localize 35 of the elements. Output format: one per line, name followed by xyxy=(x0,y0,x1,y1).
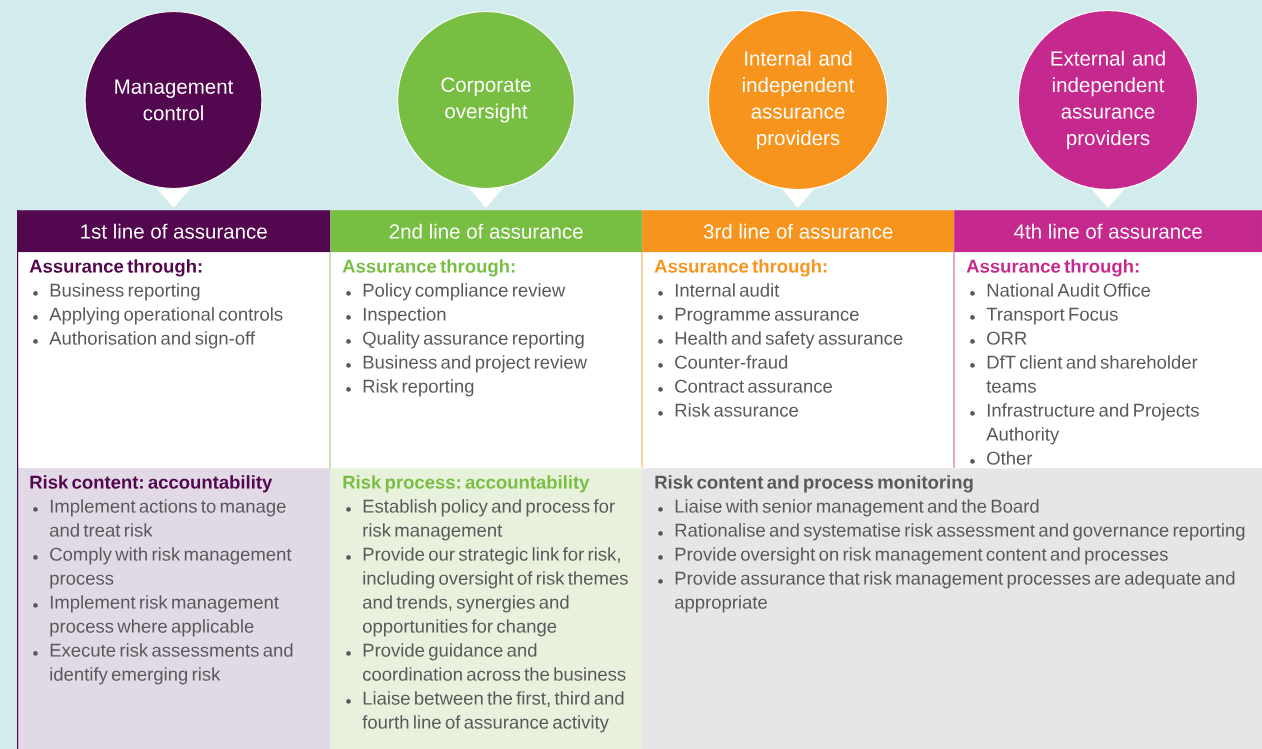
node-label: Infrastructure and Projects Authority xyxy=(986,403,1199,445)
node-label: Programme assurance xyxy=(675,307,859,325)
column-header: 3rd line of assurance xyxy=(642,210,955,253)
node-label: Applying operational controls xyxy=(49,307,283,325)
node-label: ORR xyxy=(987,331,1027,345)
node-label: Assurance through: xyxy=(342,259,515,277)
column-header: 2nd line of assurance xyxy=(330,210,643,253)
node-label: Assurance through: xyxy=(966,259,1139,277)
node-label: National Audit Office xyxy=(987,283,1151,297)
text-cell: Assurance through: National Audit Office Transport Focus ORR DfT client and shareholder teams Infrastructure and Projects Authority Other xyxy=(954,252,1262,471)
text-cell: Assurance through: Business reporting Applying operational controls Authorisation and sign-off xyxy=(17,252,331,471)
node-label: Other xyxy=(987,451,1033,465)
node-label: Contract assurance xyxy=(675,379,832,393)
node-label: Risk reporting xyxy=(363,379,474,397)
node-label: Inspection xyxy=(363,307,446,325)
text-cell: Risk content and process monitoring Liaise with senior management and the Board Rationalise and systematise risk assessment and governance reporting Provide oversight on risk management content and processes Provide assurance that risk management processes are adequate and appropriate xyxy=(642,468,1262,749)
column-header: 1st line of assurance xyxy=(17,210,331,253)
node-label: Counter-fraud xyxy=(675,355,788,369)
node-label: Business and project review xyxy=(363,355,588,373)
text-cell: Assurance through: Internal audit Programme assurance Health and safety assurance Counter-fraud Contract assurance Risk assurance xyxy=(642,252,955,471)
text-cell: Risk process: accountability Establish policy and process for risk management Provide our strategic link for risk, including oversight of risk themes and trends, synergies and opportunities for change Provide guidance and coordination across the business Liaise between the first, third and fourth line of assurance activity xyxy=(330,468,643,749)
text-cell: Risk content: accountability Implement actions to manage and treat risk Comply with risk management process Implement risk management process where applicable Execute risk assessments and identify emerging risk xyxy=(17,468,331,749)
column-header: 4th line of assurance xyxy=(954,210,1262,253)
node-label: Internal audit xyxy=(675,283,780,297)
node-label: Assurance through: xyxy=(29,259,202,277)
node-label: Transport Focus xyxy=(986,307,1118,325)
node-label: DfT client and shareholder teams xyxy=(986,355,1198,393)
node-label: Authorisation and sign-off xyxy=(49,331,256,349)
node-label: Policy compliance review xyxy=(363,283,566,301)
node-label: Quality assurance reporting xyxy=(363,331,584,349)
text-cell: Assurance through: Policy compliance review Inspection Quality assurance reporting Business and project review Risk reporting xyxy=(330,252,643,471)
node-label: Assurance through: xyxy=(654,259,827,277)
node-label: Business reporting xyxy=(50,283,200,301)
node-label: Risk assurance xyxy=(675,403,799,417)
node-label: Health and safety assurance xyxy=(675,331,903,349)
